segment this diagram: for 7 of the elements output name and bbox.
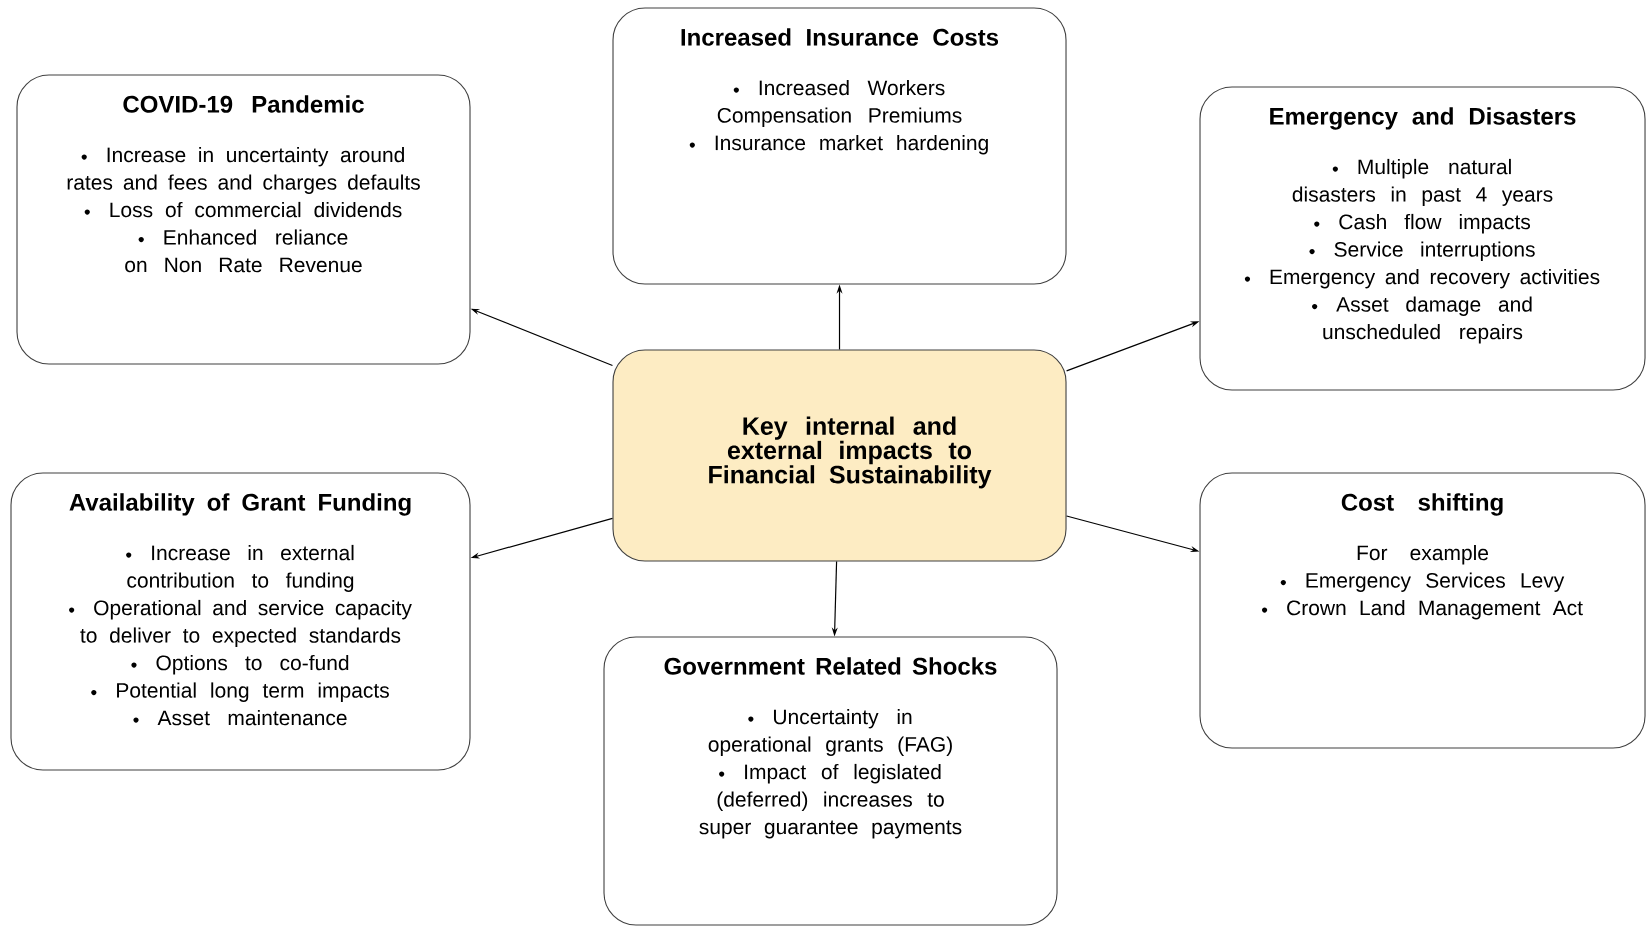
impact-box: Cost shifting For example Emergency Services Levy Crown Land Management Act: [1199, 472, 1646, 749]
central-box: Key internal and external impacts to Financial Sustainability: [612, 349, 1067, 562]
impact-box: Government Related Shocks Uncertainty in operational grants (FAG) Impact of legislated (deferred) increases to super guarantee payments: [603, 636, 1058, 926]
impact-box: COVID-19 Pandemic Increase in uncertainty around rates and fees and charges defaults Loss of commercial dividends Enhanced reliance on Non Rate Revenue: [16, 74, 471, 365]
impact-box: Increased Insurance Costs Increased Workers Compensation Premiums Insurance market hardening: [612, 7, 1067, 285]
impact-box: Availability of Grant Funding Increase in external contribution to funding Operational and service capacity to deliver to expected standards Options to co-fund Potential long term impacts Asset maintenance: [10, 472, 471, 771]
impact-box: Emergency and Disasters Multiple natural disasters in past 4 years Cash flow impacts Service interruptions Emergency and recovery activities Asset damage and unscheduled repairs: [1199, 86, 1646, 391]
